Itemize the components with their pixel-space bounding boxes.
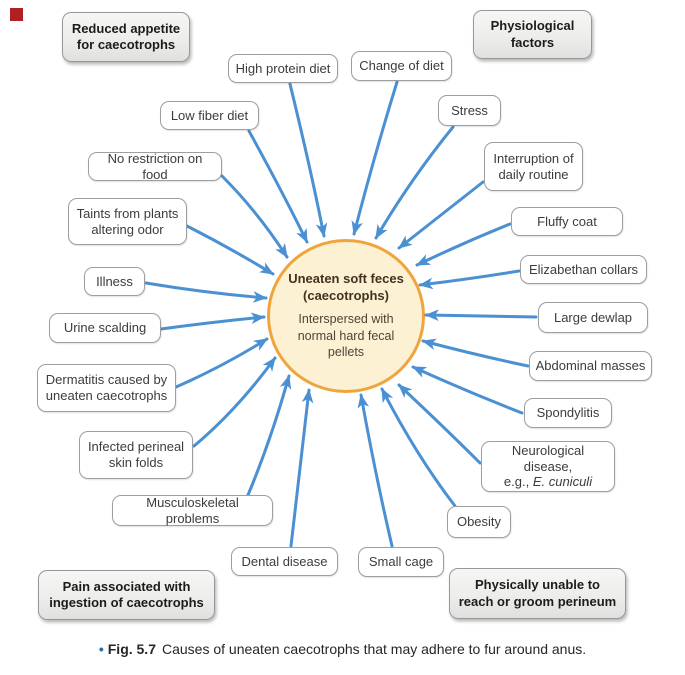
cause-label: e.g., E. cuniculi [504, 474, 592, 490]
cause-label: Large dewlap [553, 309, 633, 325]
caption-bullet: • [98, 641, 104, 657]
cause-taints-from-plants: Taints from plants altering odor [68, 198, 187, 245]
cause-neurological-disease: Neurological disease, e.g., E. cuniculi [481, 441, 615, 492]
cause-label: Change of diet [359, 58, 444, 74]
cause-no-restriction-on-food: No restriction on food [88, 150, 222, 182]
arrow-neurological-disease [397, 383, 482, 465]
cause-illness: Illness [84, 267, 145, 296]
cause-label: High protein diet [235, 60, 331, 76]
cause-label: No restriction on food [107, 150, 203, 182]
arrow-spondylitis [411, 365, 524, 415]
header-physically-unable: Physically unable to reach or groom peri… [449, 568, 626, 619]
arrow-elizabethan-collars [418, 269, 521, 290]
header-label: Pain associated with ingestion of caecot… [49, 578, 204, 610]
cause-label: Abdominal masses [535, 358, 646, 374]
arrow-musculoskeletal-problems [246, 374, 292, 497]
cause-label: Illness [96, 273, 133, 289]
arrow-large-dewlap [424, 309, 538, 322]
arrow-interruption-of-daily-routine [397, 180, 485, 250]
cause-small-cage: Small cage [358, 547, 444, 577]
central-title: Uneaten soft feces (caecotrophs) [288, 271, 404, 304]
header-pain-ingestion: Pain associated with ingestion of caecot… [38, 570, 215, 620]
cause-change-of-diet: Change of diet [351, 51, 452, 81]
arrow-low-fiber-diet [247, 129, 309, 244]
cause-high-protein-diet: High protein diet [228, 54, 338, 83]
header-reduced-appetite: Reduced appetite for caecotrophs [62, 12, 190, 62]
header-label: Physiological factors [490, 18, 575, 50]
cause-dental-disease: Dental disease [231, 547, 338, 576]
cause-label: Urine scalding [63, 320, 147, 336]
page-corner-marker [10, 8, 23, 21]
cause-label: Low fiber diet [170, 107, 249, 123]
arrow-dermatitis [174, 337, 269, 389]
central-node: Uneaten soft feces (caecotrophs) Intersp… [267, 239, 425, 393]
arrow-no-restriction-on-food [220, 174, 289, 259]
cause-infected-perineal-skin-folds: Infected perineal skin folds [79, 431, 193, 479]
cause-label: Small cage [368, 554, 434, 570]
arrow-change-of-diet [351, 80, 399, 236]
cause-label: Musculoskeletal problems [146, 494, 239, 526]
cause-large-dewlap: Large dewlap [538, 302, 648, 333]
cause-label: Dermatitis caused by uneaten caecotrophs [45, 372, 168, 403]
arrow-urine-scalding [159, 312, 266, 331]
cause-label: Infected perineal skin folds [87, 439, 185, 470]
cause-label: Interruption of daily routine [493, 150, 574, 182]
arrow-taints-from-plants [185, 224, 275, 276]
cause-label-prefix: e.g., [503, 474, 533, 490]
cause-label: Obesity [456, 514, 502, 530]
cause-urine-scalding: Urine scalding [49, 313, 161, 343]
cause-label: Spondylitis [536, 405, 600, 421]
cause-musculoskeletal-problems: Musculoskeletal problems [112, 495, 273, 526]
cause-label: Elizabethan collars [528, 261, 639, 277]
figure-caption: •Fig. 5.7 Causes of uneaten caecotrophs t… [0, 641, 685, 657]
arrow-infected-perineal-skin-folds [192, 356, 277, 448]
arrow-fluffy-coat [415, 222, 512, 267]
cause-stress: Stress [438, 95, 501, 126]
arrow-high-protein-diet [288, 82, 328, 238]
cause-obesity: Obesity [447, 506, 511, 538]
arrow-abdominal-masses [421, 338, 530, 368]
central-subtitle: Interspersed with normal hard fecal pell… [297, 312, 395, 360]
header-label: Physically unable to reach or groom peri… [458, 577, 617, 609]
arrow-stress [374, 125, 455, 240]
header-physiological-factors: Physiological factors [473, 10, 592, 59]
arrow-dental-disease [289, 388, 314, 548]
cause-dermatitis: Dermatitis caused by uneaten caecotrophs [37, 364, 176, 412]
arrow-obesity [380, 387, 457, 508]
header-label: Reduced appetite for caecotrophs [71, 20, 181, 52]
cause-abdominal-masses: Abdominal masses [529, 351, 652, 381]
cause-label: Fluffy coat [537, 213, 597, 229]
cause-interruption-of-daily-routine: Interruption of daily routine [484, 142, 583, 191]
cause-elizabethan-collars: Elizabethan collars [520, 255, 647, 284]
cause-label: Neurological disease, [511, 442, 585, 474]
cause-label-italic: E. cuniculi [532, 474, 593, 490]
cause-label: Stress [451, 102, 488, 118]
cause-fluffy-coat: Fluffy coat [511, 207, 623, 236]
cause-label: Dental disease [241, 553, 328, 569]
arrow-small-cage [357, 393, 394, 548]
cause-label: Taints from plants altering odor [76, 205, 179, 237]
cause-low-fiber-diet: Low fiber diet [160, 101, 259, 130]
arrow-illness [144, 281, 268, 303]
cause-spondylitis: Spondylitis [524, 398, 612, 428]
caption-text: Causes of uneaten caecotrophs that may a… [161, 641, 587, 657]
caption-fig-label: Fig. 5.7 [107, 641, 156, 657]
